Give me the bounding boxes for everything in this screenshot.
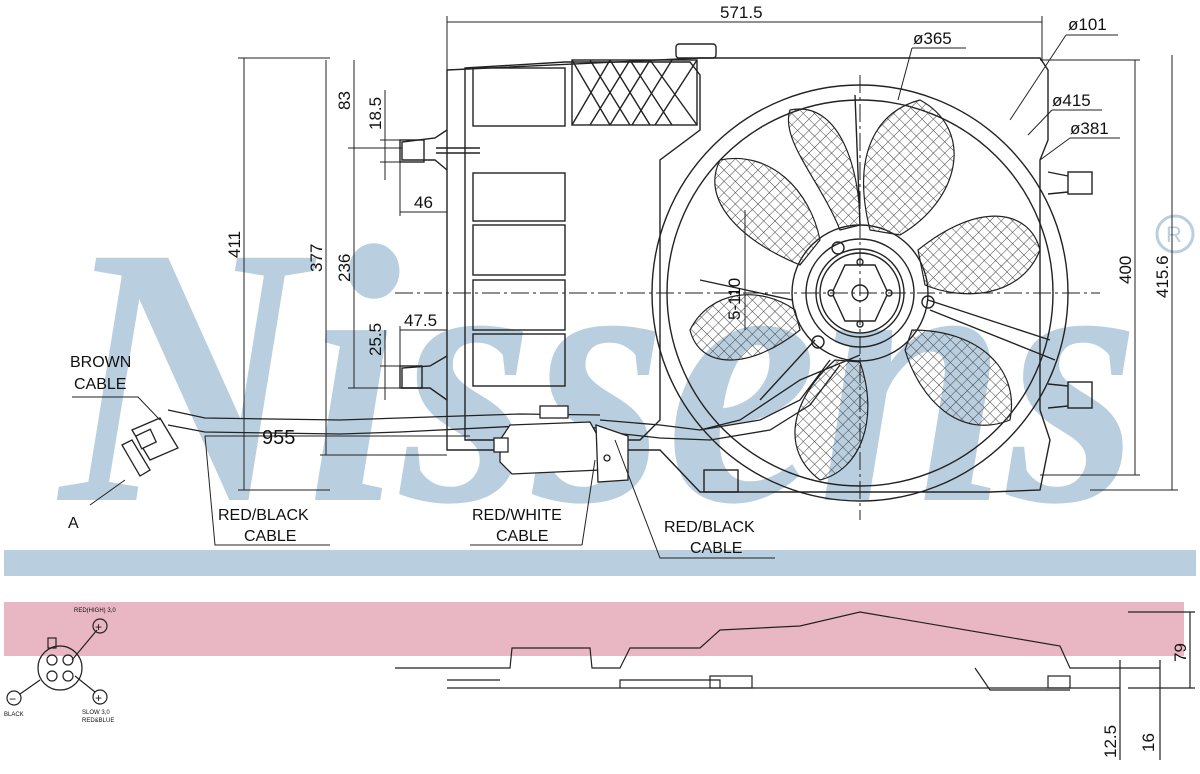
callout-redwhite-1: RED/WHITE [472,507,562,524]
callout-redblack1-1: RED/BLACK [218,507,309,524]
dim-inner: ø381 [1070,119,1109,138]
dim-46: 46 [414,193,433,212]
resistor-module [493,405,629,483]
dim-47-5: 47.5 [404,311,437,330]
dim-236: 236 [335,254,354,282]
callout-brown-2: CABLE [74,376,126,393]
callout-redwhite-2: CABLE [496,528,548,545]
connector-minus: − [9,692,16,706]
dim-12-5: 12.5 [1101,725,1120,758]
dim-mount: ø101 [1068,15,1107,34]
side-view [395,611,1195,760]
brown-cable-connector [121,417,179,477]
callout-redblack1-2: CABLE [244,528,296,545]
connector-red-label: RED(HIGH) 3,0 [74,608,116,614]
dimension-lines [72,16,1178,559]
callout-view-a: A [68,515,79,532]
connector-black: BLACK [4,712,24,718]
dim-25-5: 25.5 [366,323,385,356]
registered-circle [1155,214,1195,254]
dim-83: 83 [335,91,354,110]
dim-411: 411 [225,231,244,258]
callout-brown-1: BROWN [70,354,131,371]
callout-redblack2-2: CABLE [690,540,742,557]
dim-fan-ring: ø365 [913,29,952,48]
connector-slow-1: SLOW 3,0 [82,710,110,716]
dim-cable-length: 955 [262,427,295,449]
dim-overall-width: 571.5 [720,3,763,22]
dim-18-5: 18.5 [366,97,385,130]
dim-outer: ø415 [1052,91,1091,110]
connector-plus-right: + [95,691,102,705]
dim-79: 79 [1171,643,1190,662]
dim-16: 16 [1139,733,1158,752]
connector-slow-2: RED&BLUE [82,718,114,724]
registered-mark-text: R [1166,222,1182,247]
dim-377: 377 [307,244,326,272]
dim-angle: 5-110 [725,278,744,320]
connector-plus-top: + [95,620,102,634]
connector-pinout [6,618,108,706]
dim-400: 400 [1116,256,1135,284]
callout-redblack2-1: RED/BLACK [664,519,755,536]
dim-415-6: 415.6 [1153,255,1172,298]
blue-band [4,550,1196,576]
pink-band [4,602,1184,656]
